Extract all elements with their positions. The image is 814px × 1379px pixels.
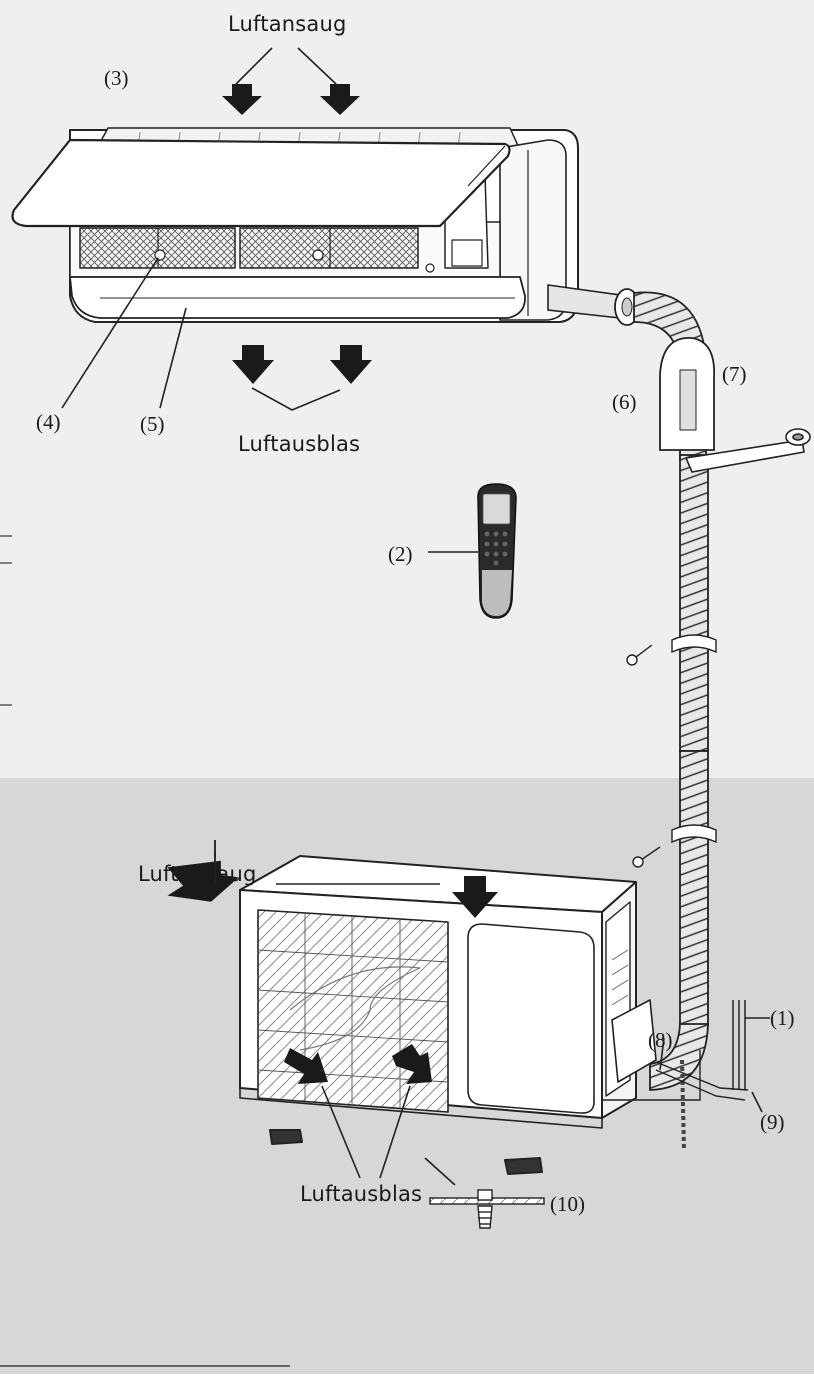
remote-control-icon	[477, 483, 517, 619]
indoor-unit	[11, 127, 579, 323]
screw-icon	[632, 846, 661, 868]
airflow-arrow-icon	[452, 876, 498, 918]
part-4-label: (4)	[36, 410, 61, 434]
margin-ticks	[0, 535, 12, 706]
outdoor-intake-arrows	[167, 860, 498, 918]
airflow-arrow-icon	[232, 345, 274, 384]
wall-lines	[732, 1000, 770, 1090]
part-6-label: (6)	[612, 390, 637, 414]
airflow-arrow-icon	[320, 84, 360, 115]
airflow-arrow-icon	[167, 860, 239, 902]
pipe-holder-bracket	[684, 428, 811, 473]
screw-icon	[626, 644, 653, 666]
part-7-label: (7)	[722, 362, 747, 386]
pipe-bundle	[547, 284, 717, 1091]
part-5-label: (5)	[140, 412, 165, 436]
outdoor-air-intake-label: Luftansaug	[138, 862, 257, 886]
outdoor-air-outlet-label: Luftausblas	[300, 1182, 423, 1206]
foot-mount-detail	[429, 1189, 545, 1229]
indoor-air-outlet-label: Luftausblas	[238, 432, 361, 456]
outdoor-outlet-arrows	[284, 1044, 432, 1084]
airflow-arrow-icon	[392, 1044, 432, 1084]
part-9-label: (9)	[760, 1110, 785, 1134]
indoor-outlet-arrows	[232, 345, 372, 384]
airflow-arrow-icon	[284, 1048, 328, 1084]
airflow-arrow-icon	[222, 84, 262, 115]
part-10-label: (10)	[550, 1192, 585, 1216]
leader-lines-indoor	[61, 47, 341, 411]
indoor-intake-arrows	[222, 84, 360, 115]
indoor-air-intake-label: Luftansaug	[228, 12, 347, 36]
part-3-label: (3)	[104, 66, 129, 90]
airflow-arrow-icon	[330, 345, 372, 384]
part-1-label: (1)	[770, 1006, 795, 1030]
part-8-label: (8)	[648, 1028, 673, 1052]
part-2-label: (2)	[388, 542, 413, 566]
